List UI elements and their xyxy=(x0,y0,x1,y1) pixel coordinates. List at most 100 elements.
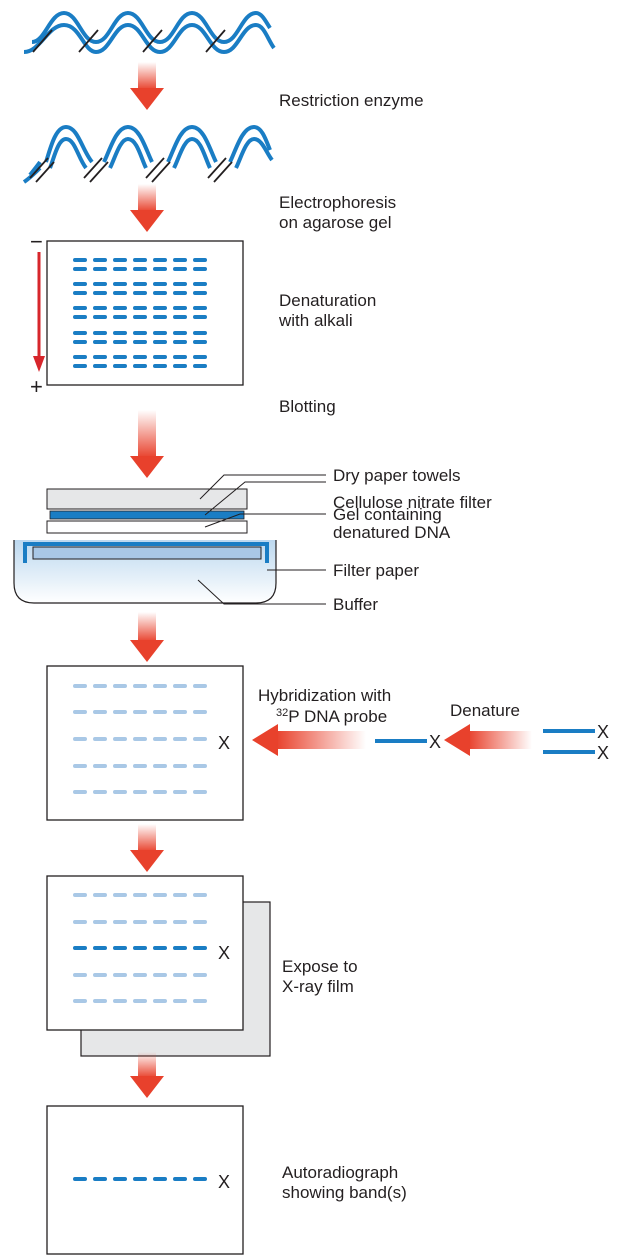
gel-band-dash xyxy=(193,306,207,310)
hybridization-filter xyxy=(46,665,244,821)
gel-band-dash xyxy=(113,258,127,262)
hyb-band-dash xyxy=(153,710,167,714)
hyb-band-dash xyxy=(193,737,207,741)
ds-probe-x-mark-top: X xyxy=(597,722,609,742)
hyb-band-dash xyxy=(93,790,107,794)
hyb-band-dash xyxy=(133,684,147,688)
gel-band-dash xyxy=(73,258,87,262)
gel-band-dash xyxy=(73,291,87,295)
gel-band-dash xyxy=(173,364,187,368)
hyb-band-dash xyxy=(153,790,167,794)
hyb-band-dash xyxy=(113,737,127,741)
gel-band-dash xyxy=(153,282,167,286)
hyb-band-dash xyxy=(153,764,167,768)
hyb-band-dash xyxy=(73,684,87,688)
filter-paper-wick xyxy=(23,542,269,563)
hyb-band-dash xyxy=(193,710,207,714)
film-band-dash-light xyxy=(113,893,127,897)
dna-fragments-cut xyxy=(22,124,274,184)
hyb-band-dash xyxy=(73,710,87,714)
gel-band-dash xyxy=(133,355,147,359)
film-band-dash-light xyxy=(93,999,107,1003)
gel-band-dash xyxy=(133,331,147,335)
gel-band-dash xyxy=(193,331,207,335)
hyb-band-dash xyxy=(113,684,127,688)
gel-band-dash xyxy=(93,315,107,319)
arrow-hybridization xyxy=(252,724,366,756)
cellulose-nitrate-filter xyxy=(49,510,245,520)
gel-band-dash xyxy=(133,291,147,295)
hyb-band-dash xyxy=(93,737,107,741)
autoradiograph-band-dash xyxy=(93,1177,107,1181)
gel-band-dash xyxy=(173,331,187,335)
gel-band-dash xyxy=(113,291,127,295)
film-band-dash-dark xyxy=(73,946,87,950)
gel-band-dash xyxy=(153,291,167,295)
gel-band-dash xyxy=(133,306,147,310)
label-expose: Expose to X-ray film xyxy=(282,957,362,996)
arrow-step-1 xyxy=(130,62,164,110)
hyb-band-dash xyxy=(153,684,167,688)
film-band-dash-light xyxy=(193,893,207,897)
gel-band-dash xyxy=(73,331,87,335)
gel-band-dash xyxy=(93,340,107,344)
gel-denatured-dna xyxy=(46,520,248,534)
hyb-band-dash xyxy=(193,790,207,794)
film-band-dash-light xyxy=(133,973,147,977)
film-band-dash-light xyxy=(173,973,187,977)
film-band-dash-light xyxy=(153,999,167,1003)
gel-band-dash xyxy=(73,306,87,310)
film-band-dash-light xyxy=(193,920,207,924)
film-band-dash-light xyxy=(73,999,87,1003)
gel-band-dash xyxy=(73,315,87,319)
hyb-band-dash xyxy=(113,710,127,714)
gel-band-dash xyxy=(193,267,207,271)
gel-band-dash xyxy=(93,291,107,295)
hyb-band-dash xyxy=(93,710,107,714)
label-restriction-enzyme: Restriction enzyme xyxy=(279,91,424,110)
film-band-dash-dark xyxy=(193,946,207,950)
label-denaturation: Denaturation with alkali xyxy=(278,291,381,330)
label-buffer: Buffer xyxy=(333,595,378,614)
gel-band-dash xyxy=(93,282,107,286)
film-band-dash-light xyxy=(113,999,127,1003)
gel-band-dash xyxy=(173,306,187,310)
hyb-band-dash xyxy=(73,737,87,741)
film-band-dash-light xyxy=(153,920,167,924)
blotting-apparatus xyxy=(13,488,277,604)
film-band-dash-light xyxy=(133,920,147,924)
autoradiograph-band-dash xyxy=(173,1177,187,1181)
arrow-step-2 xyxy=(130,184,164,232)
gel-band-dash xyxy=(133,282,147,286)
gel-band-dash xyxy=(113,331,127,335)
gel-band-dash xyxy=(173,267,187,271)
gel-band-dash xyxy=(173,291,187,295)
autoradiograph-band-dash xyxy=(133,1177,147,1181)
gel-band-dash xyxy=(113,315,127,319)
hyb-band-dash xyxy=(133,737,147,741)
label-dry-paper-towels: Dry paper towels xyxy=(333,466,461,485)
gel-band-dash xyxy=(113,340,127,344)
gel-band-dash xyxy=(173,258,187,262)
label-electrophoresis: Electrophoresis on agarose gel xyxy=(279,193,401,232)
autoradiograph-x-mark: X xyxy=(218,1172,230,1192)
autoradiograph-band-dash xyxy=(73,1177,87,1181)
film-band-x-mark: X xyxy=(218,943,230,963)
arrow-step-5 xyxy=(130,824,164,872)
gel-band-dash xyxy=(193,355,207,359)
gel-band-dash xyxy=(73,267,87,271)
autoradiograph-band-dash xyxy=(193,1177,207,1181)
film-band-dash-dark xyxy=(93,946,107,950)
hyb-band-dash xyxy=(133,764,147,768)
hyb-band-dash xyxy=(113,790,127,794)
autoradiograph-band-dash xyxy=(153,1177,167,1181)
blot-leader-lines xyxy=(197,474,326,605)
label-autoradiograph: Autoradiograph showing band(s) xyxy=(282,1163,407,1202)
hyb-band-dash xyxy=(193,764,207,768)
film-band-dash-dark xyxy=(173,946,187,950)
dry-paper-towels xyxy=(46,488,248,510)
gel-band-dash xyxy=(73,364,87,368)
label-probe: 32P DNA probe xyxy=(276,707,387,726)
label-hybridization: Hybridization with xyxy=(258,686,391,705)
arrow-denature xyxy=(444,724,532,756)
